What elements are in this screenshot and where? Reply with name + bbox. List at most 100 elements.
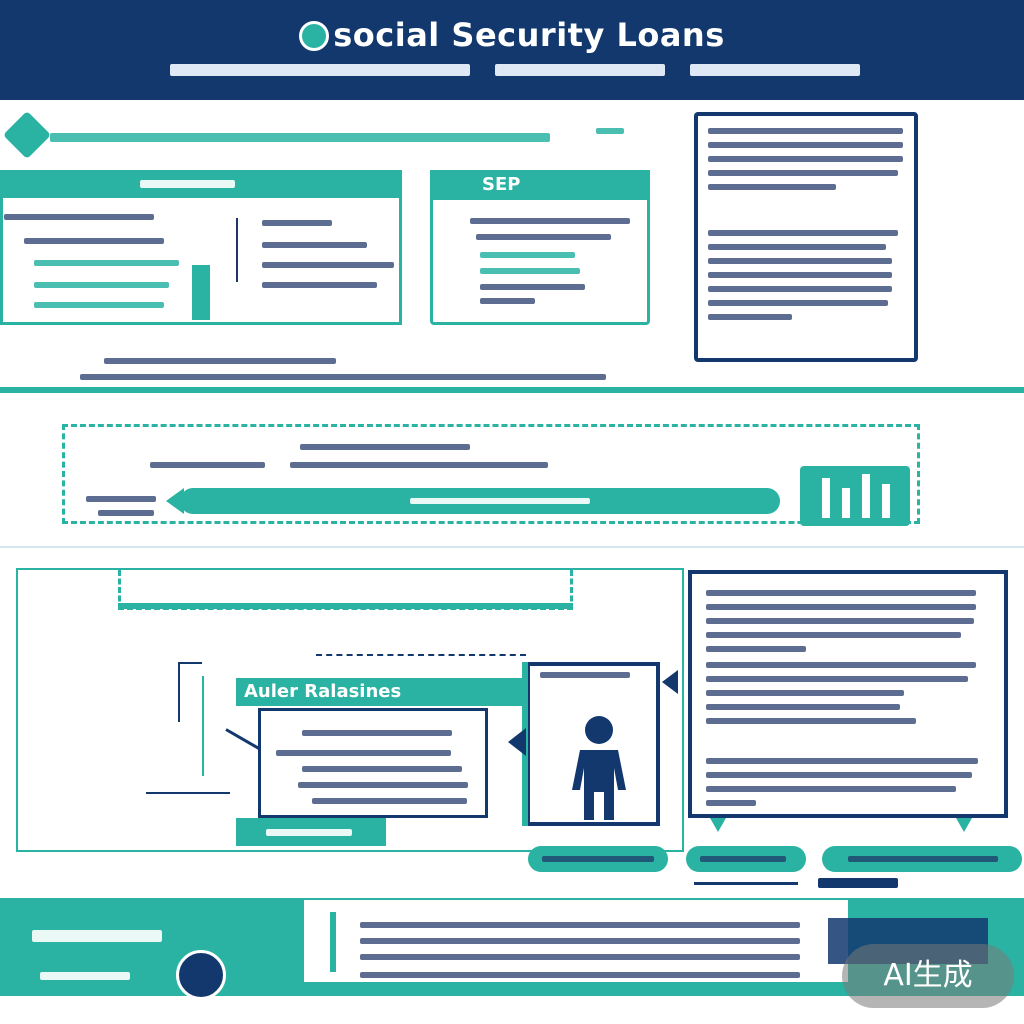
text-line — [708, 314, 792, 320]
footer-panel-accent — [330, 912, 336, 972]
text-line — [290, 462, 548, 468]
flow-arrow-line — [178, 662, 202, 664]
section-marker-icon — [2, 110, 52, 160]
arrow-down-icon — [710, 818, 726, 832]
flow-footer-bar-text — [266, 829, 352, 836]
text-line — [360, 922, 800, 928]
person-icon — [572, 716, 626, 820]
text-line — [360, 972, 800, 978]
text-line — [262, 282, 377, 288]
text-line — [706, 632, 961, 638]
text-line — [706, 758, 978, 764]
text-line — [540, 672, 630, 678]
text-line — [150, 462, 265, 468]
text-line — [706, 662, 976, 668]
flow-arrow-line — [202, 676, 204, 776]
text-line — [34, 282, 169, 288]
text-line — [262, 242, 367, 248]
arrow-left-icon — [508, 728, 526, 756]
arrow-line — [818, 878, 898, 888]
text-line — [706, 590, 976, 596]
text-line — [708, 258, 892, 264]
flow-outer-frame — [16, 568, 684, 852]
left-info-card-title-bar — [140, 180, 235, 188]
flow-arrow-line — [178, 662, 180, 722]
text-line — [706, 690, 904, 696]
text-line — [706, 704, 900, 710]
text-line — [300, 444, 470, 450]
section-heading-bar — [50, 133, 550, 142]
text-line — [262, 262, 394, 268]
pin-icon[interactable] — [176, 950, 226, 1000]
text-line — [262, 220, 332, 226]
card-connector-line — [236, 218, 246, 282]
double-arrow-line — [694, 882, 798, 885]
text-line — [86, 496, 156, 502]
text-line — [98, 510, 154, 516]
text-line — [708, 230, 898, 236]
text-line — [706, 646, 806, 652]
mid-info-card-header — [430, 170, 650, 200]
text-line — [34, 302, 164, 308]
text-line — [470, 218, 630, 224]
flow-dashed-line — [316, 654, 526, 656]
text-line — [708, 286, 892, 292]
header-subtitle-bar — [170, 64, 470, 76]
text-line — [360, 938, 800, 944]
text-line — [480, 284, 585, 290]
text-line — [706, 718, 916, 724]
footer-logo-mark — [32, 930, 162, 942]
text-line — [298, 782, 468, 788]
bar-chart-icon-bar — [882, 484, 890, 518]
text-line — [480, 298, 535, 304]
header-subtitle-bar — [690, 64, 860, 76]
globe-icon — [299, 21, 330, 51]
text-line — [708, 170, 898, 176]
text-line — [4, 214, 154, 220]
mid-info-card-tag: SEP — [482, 174, 521, 195]
pill-label-text — [848, 856, 998, 862]
header-subtitle-bar — [495, 64, 665, 76]
text-line — [706, 604, 976, 610]
card-divider — [192, 265, 210, 320]
timeline-arrow-left-icon — [166, 488, 184, 514]
footer-logo-sub — [40, 972, 130, 980]
text-line — [708, 300, 888, 306]
section-heading-mark — [596, 128, 624, 134]
flow-label: Auler Ralasines — [244, 681, 402, 702]
text-line — [480, 252, 575, 258]
arrow-left-icon — [662, 670, 678, 694]
flow-label-bar — [236, 678, 526, 706]
text-line — [360, 954, 800, 960]
flow-top-bar — [118, 603, 573, 609]
text-line — [708, 128, 903, 134]
text-line — [276, 750, 451, 756]
text-line — [708, 142, 903, 148]
timeline-marks — [410, 498, 590, 504]
page-title: social Security Loans — [0, 16, 1024, 54]
bar-chart-icon-bar — [822, 478, 830, 518]
text-line — [708, 184, 836, 190]
flow-arrow-line — [146, 792, 230, 794]
ai-generated-badge: AI生成 — [842, 944, 1014, 1008]
arrow-down-icon — [956, 818, 972, 832]
right-info-card — [694, 112, 918, 362]
text-line — [302, 766, 462, 772]
text-line — [708, 272, 892, 278]
text-line — [708, 244, 886, 250]
bar-chart-icon — [800, 466, 910, 526]
section-divider — [0, 546, 1024, 548]
text-line — [476, 234, 611, 240]
text-line — [706, 676, 968, 682]
text-line — [708, 156, 903, 162]
text-line — [480, 268, 580, 274]
section-divider — [0, 387, 1024, 393]
text-line — [312, 798, 467, 804]
page-title-text: social Security Loans — [333, 16, 725, 54]
bar-chart-icon-bar — [842, 488, 850, 518]
pill-label-text — [700, 856, 786, 862]
text-line — [706, 618, 974, 624]
text-line — [706, 800, 756, 806]
text-line — [706, 786, 956, 792]
